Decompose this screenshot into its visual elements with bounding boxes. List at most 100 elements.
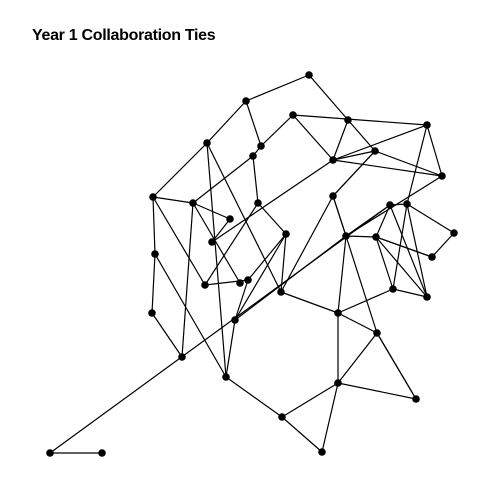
edge-layer <box>49 74 455 454</box>
node-n6 <box>148 309 156 317</box>
edge-n4-n5 <box>152 196 156 255</box>
node-n3 <box>203 139 211 147</box>
edge-n13-n14 <box>211 218 231 243</box>
edge-n2-n3 <box>206 100 247 144</box>
edge-n23-n25 <box>234 233 287 321</box>
edge-n36-n37 <box>392 288 428 298</box>
edge-n23-n24 <box>247 233 287 281</box>
edge-n35-n36 <box>375 236 428 298</box>
node-n16 <box>254 199 262 207</box>
edge-n41-n43 <box>321 382 339 453</box>
node-n35 <box>372 233 380 241</box>
edge-n5-n6 <box>151 253 156 314</box>
edge-n4-n11 <box>152 196 194 204</box>
edge-n38-n39 <box>337 312 378 334</box>
edge-n39-n40 <box>376 332 417 400</box>
edge-n39-n41 <box>337 332 378 384</box>
node-n39 <box>373 329 381 337</box>
node-n7 <box>257 142 265 150</box>
node-n12 <box>178 353 186 361</box>
edge-n21-n22 <box>426 124 443 177</box>
node-n11 <box>189 199 197 207</box>
edge-n8-n19 <box>292 114 334 161</box>
node-n13 <box>226 215 234 223</box>
node-n32 <box>403 200 411 208</box>
edge-n3-n26 <box>206 142 282 293</box>
node-n33 <box>450 229 458 237</box>
node-n40 <box>412 395 420 403</box>
edge-n31-n35 <box>375 204 391 238</box>
node-n20 <box>371 147 379 155</box>
edge-n3-n18 <box>206 142 227 378</box>
node-n22 <box>438 172 446 180</box>
edge-n16-n17 <box>204 202 259 286</box>
edge-n6-n12 <box>151 312 183 358</box>
edge-n32-n37 <box>392 203 408 290</box>
edge-n5-n18 <box>154 253 227 378</box>
edge-n26-n38 <box>280 291 339 314</box>
edge-n28-n35 <box>345 235 377 238</box>
edge-n2-n7 <box>245 100 262 147</box>
node-n18 <box>222 373 230 381</box>
edge-n28-n27 <box>332 195 347 237</box>
edge-n19-n22 <box>332 159 443 177</box>
edge-n7-n8 <box>260 114 294 147</box>
edge-n33-n34 <box>431 232 455 258</box>
edge-n41-n42 <box>281 382 339 418</box>
node-n25 <box>231 316 239 324</box>
edge-n14-n19 <box>211 159 334 243</box>
edge-n21-n32 <box>406 124 428 205</box>
edge-n40-n41 <box>337 382 417 400</box>
node-n30 <box>98 449 106 457</box>
edge-n3-n4 <box>152 142 208 198</box>
edge-n37-n38 <box>337 288 394 314</box>
node-n10 <box>249 152 257 160</box>
edge-n32-n36 <box>406 203 428 298</box>
node-n19 <box>329 156 337 164</box>
node-n36 <box>423 293 431 301</box>
edge-n10-n16 <box>252 155 259 204</box>
node-n34 <box>428 253 436 261</box>
edge-n19-n20 <box>332 150 376 161</box>
edge-n23-n26 <box>280 233 287 293</box>
node-n31 <box>386 201 394 209</box>
node-n4 <box>149 193 157 201</box>
edge-n20-n22 <box>374 150 443 177</box>
edge-n18-n25 <box>225 319 236 378</box>
node-n26 <box>277 288 285 296</box>
node-n8 <box>289 111 297 119</box>
edge-n31-n36 <box>389 204 428 298</box>
edge-n16-n23 <box>257 202 287 235</box>
node-n38 <box>334 309 342 317</box>
node-n21 <box>423 121 431 129</box>
edge-n11-n13 <box>192 202 231 220</box>
node-n14 <box>208 238 216 246</box>
edge-n1-n9 <box>308 74 349 121</box>
node-n37 <box>389 285 397 293</box>
node-n28 <box>342 232 350 240</box>
edge-n28-n31 <box>345 204 391 237</box>
edge-n38-n28 <box>337 235 347 314</box>
node-n9 <box>344 116 352 124</box>
edge-n1-n2 <box>245 74 310 102</box>
edge-n42-n18 <box>225 376 283 418</box>
node-n17 <box>201 281 209 289</box>
node-layer <box>46 71 458 457</box>
edge-n9-n19 <box>332 119 349 161</box>
edge-n42-n43 <box>281 416 323 453</box>
edge-n26-n27 <box>280 195 334 293</box>
node-n27 <box>329 192 337 200</box>
edge-n11-n15 <box>192 202 241 284</box>
edge-n35-n34 <box>375 236 433 258</box>
edge-n28-n39 <box>345 235 378 334</box>
node-n1 <box>305 71 313 79</box>
node-n2 <box>242 97 250 105</box>
edge-n27-n20 <box>332 150 376 197</box>
edge-n35-n37 <box>375 236 394 290</box>
node-n15 <box>236 279 244 287</box>
edge-n4-n17 <box>152 196 206 286</box>
node-n23 <box>282 230 290 238</box>
edge-n29-n31 <box>49 204 391 454</box>
edge-n32-n33 <box>406 203 455 234</box>
